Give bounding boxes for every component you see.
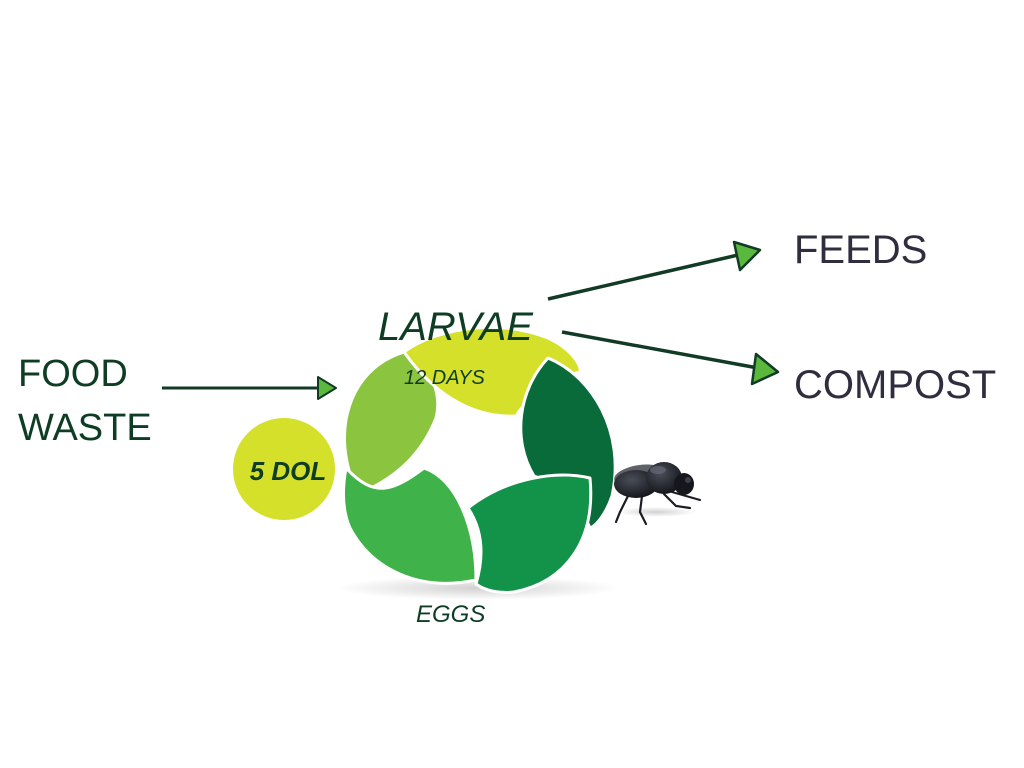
compost-arrow bbox=[561, 330, 780, 386]
petal-stage-yellow bbox=[402, 325, 582, 418]
output-compost-label: COMPOST bbox=[794, 363, 996, 407]
input-label-line2: WASTE bbox=[18, 407, 152, 449]
input-label-line1: FOOD bbox=[18, 353, 128, 395]
cycle-shadow bbox=[336, 576, 620, 600]
black-soldier-fly-icon bbox=[614, 462, 702, 526]
stage-larvae-label: LARVAE bbox=[378, 305, 534, 349]
stage-eggs-label: EGGS bbox=[416, 601, 485, 628]
stage-larvae-duration: 12 DAYS bbox=[404, 367, 485, 389]
input-arrow bbox=[162, 376, 337, 400]
petal-stage-green bbox=[466, 473, 593, 594]
dol-badge-label: 5 DOL bbox=[250, 456, 327, 486]
dol-badge: 5 DOL bbox=[233, 418, 335, 520]
petal-stage-mid-green bbox=[341, 466, 478, 585]
output-feeds-label: FEEDS bbox=[794, 228, 927, 272]
lifecycle-wheel bbox=[341, 325, 617, 594]
feeds-arrow bbox=[547, 240, 762, 301]
